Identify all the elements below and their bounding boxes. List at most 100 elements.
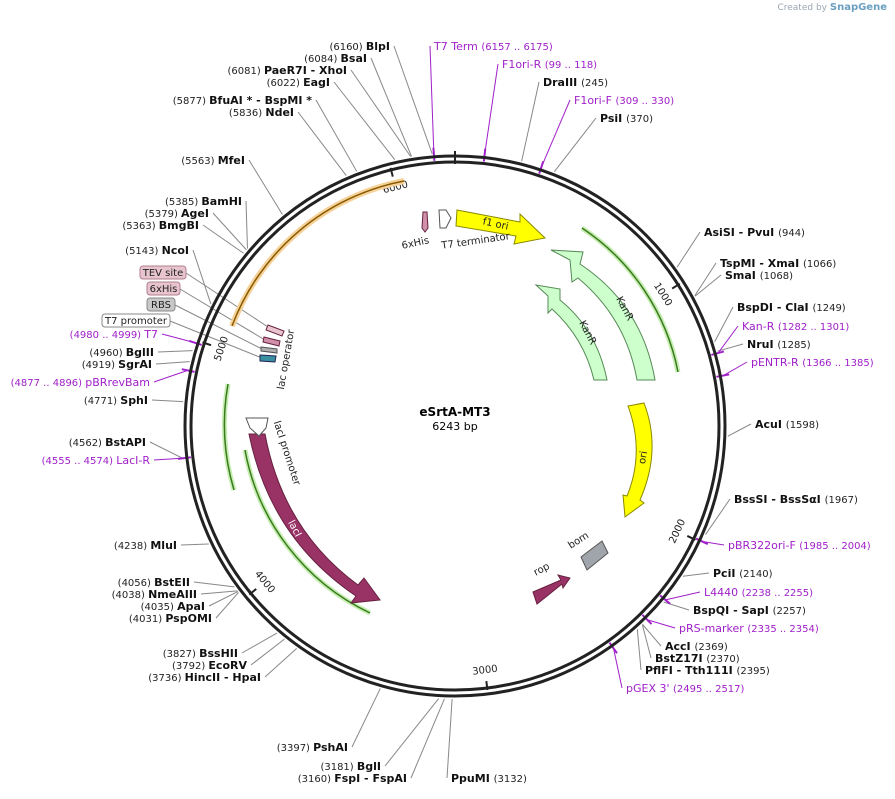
primer-leader-line — [717, 325, 739, 354]
primer-label[interactable]: pGEX 3' (2495 .. 2517) — [626, 682, 745, 695]
enzyme-label[interactable]: (4919) SgrAI — [82, 358, 152, 371]
enzyme-label[interactable]: (5379) AgeI — [145, 207, 209, 220]
feature-tag-label[interactable]: TEV site — [142, 268, 184, 279]
lac-operator-marker[interactable] — [259, 354, 277, 363]
primer-label[interactable]: F1ori-F (309 .. 330) — [574, 94, 674, 107]
enzyme-label[interactable]: NruI (1285) — [747, 338, 811, 351]
primer-coord: (2335 .. 2354) — [747, 624, 819, 635]
enzyme-label[interactable]: (4038) NmeAIII — [112, 588, 197, 601]
enzyme-label[interactable]: (3736) HincII - HpaI — [148, 671, 261, 684]
laci-promoter-arrow[interactable] — [245, 417, 269, 437]
enzyme-label[interactable]: DraIII (245) — [543, 76, 608, 89]
enzyme-label[interactable]: PciI (2140) — [713, 567, 773, 580]
primer-name: T7 Term — [433, 40, 481, 53]
enzyme-label[interactable]: (5877) BfuAI * - BspMI * — [173, 94, 313, 107]
enzyme-coord: (245) — [581, 78, 608, 89]
enzyme-coord: (1285) — [777, 340, 810, 351]
enzyme-label[interactable]: (3827) BssHII — [163, 647, 238, 660]
enzyme-label[interactable]: TspMI - XmaI (1066) — [720, 257, 836, 270]
enzyme-name: PaeR7I - XhoI — [264, 64, 347, 77]
primer-label[interactable]: (4555 .. 4574) LacI-R — [42, 454, 151, 467]
enzyme-leader-line — [208, 591, 239, 607]
enzyme-label[interactable]: (6160) BlpI — [329, 40, 390, 53]
enzyme-label[interactable]: (4562) BstAPI — [69, 436, 146, 449]
enzyme-label[interactable]: BspQI - SapI (2257) — [693, 604, 806, 617]
enzyme-name: BstAPI — [105, 436, 146, 449]
enzyme-leader-line — [212, 212, 247, 251]
enzyme-label[interactable]: PflFI - Tth111I (2395) — [645, 664, 770, 677]
enzyme-label[interactable]: BspDI - ClaI (1249) — [737, 301, 846, 314]
enzyme-leader-line — [682, 572, 710, 577]
primer-site-mark — [177, 456, 191, 460]
enzyme-label[interactable]: BstZ17I (2370) — [655, 652, 740, 665]
enzyme-label[interactable]: AcuI (1598) — [755, 418, 819, 431]
enzyme-leader-line — [641, 624, 652, 659]
enzyme-label[interactable]: (4031) PspOMI — [129, 612, 212, 625]
enzyme-label[interactable]: (4056) BstEII — [118, 576, 190, 589]
primer-label[interactable]: (4877 .. 4896) pBRrevBam — [11, 376, 150, 389]
enzyme-label[interactable]: (6084) BsaI — [304, 52, 367, 65]
enzyme-name: PsiI — [600, 112, 626, 125]
enzyme-label[interactable]: (5563) MfeI — [181, 154, 245, 167]
enzyme-name: MluI — [150, 539, 177, 552]
rop-arrow[interactable] — [532, 574, 571, 605]
enzyme-label[interactable]: (4771) SphI — [84, 394, 148, 407]
rbs-marker[interactable] — [260, 346, 278, 354]
enzyme-label[interactable]: (3181) BglI — [320, 760, 381, 773]
primer-label[interactable]: Kan-R (1282 .. 1301) — [742, 320, 849, 333]
primer-coord: (1985 .. 2004) — [799, 541, 871, 552]
feature-tag-label[interactable]: T7 promoter — [104, 316, 168, 327]
primer-label[interactable]: L4440 (2238 .. 2255) — [704, 586, 813, 599]
bom-box[interactable] — [580, 540, 609, 571]
enzyme-name: BlpI — [366, 40, 390, 53]
tev-site-marker[interactable] — [265, 324, 285, 337]
enzyme-label[interactable]: (3397) PshAI — [277, 741, 348, 754]
primer-label[interactable]: T7 Term (6157 .. 6175) — [433, 40, 553, 53]
enzyme-coord: (3397) — [277, 743, 313, 754]
enzyme-coord: (4238) — [114, 541, 150, 552]
enzyme-name: BglI — [357, 760, 381, 773]
enzyme-label[interactable]: PpuMI (3132) — [451, 772, 527, 785]
enzyme-label[interactable]: (3792) EcoRV — [172, 659, 247, 672]
t7-terminator-arrow[interactable] — [438, 209, 452, 229]
kanr-outer-arrow[interactable] — [550, 249, 656, 381]
enzyme-coord: (6081) — [228, 66, 264, 77]
enzyme-leader-line — [717, 343, 744, 352]
primer-name: pBR322ori-F — [728, 539, 799, 552]
primer-name: F1ori-F — [574, 94, 615, 107]
enzyme-label[interactable]: AsiSI - PvuI (944) — [704, 226, 805, 239]
enzyme-label[interactable]: (5385) BamHI — [165, 195, 242, 208]
f1-ori-arrow[interactable] — [455, 209, 547, 245]
feature-tag-label[interactable]: 6xHis — [150, 284, 178, 295]
enzyme-label[interactable]: PsiI (370) — [600, 112, 653, 125]
primer-label[interactable]: F1ori-R (99 .. 118) — [502, 58, 597, 71]
enzyme-label[interactable]: (5836) NdeI — [229, 106, 294, 119]
enzyme-label[interactable]: (3160) FspI - FspAI — [298, 772, 407, 785]
enzyme-leader-line — [705, 498, 731, 535]
enzyme-label[interactable]: (5143) NcoI — [125, 244, 189, 257]
enzyme-label[interactable]: (4960) BglII — [89, 346, 154, 359]
enzyme-label[interactable]: (5363) BmgBI — [122, 219, 199, 232]
primer-site-mark — [482, 148, 487, 162]
primer-label[interactable]: (4980 .. 4999) T7 — [70, 328, 158, 341]
primer-name: pRS-marker — [679, 622, 747, 635]
laci-arrow[interactable] — [248, 433, 381, 604]
enzyme-label[interactable]: (4238) MluI — [114, 539, 177, 552]
6xhis-top-marker[interactable] — [421, 211, 429, 233]
enzyme-label[interactable]: BssSI - BssSαI (1967) — [734, 493, 858, 506]
orf-arrow-kan — [581, 227, 679, 373]
enzyme-label[interactable]: AccI (2369) — [665, 640, 728, 653]
enzyme-coord: (3736) — [148, 673, 184, 684]
feature-tag-label[interactable]: RBS — [151, 300, 171, 311]
primer-label[interactable]: pRS-marker (2335 .. 2354) — [679, 622, 819, 635]
6xhis-marker[interactable] — [262, 336, 281, 347]
enzyme-label[interactable]: SmaI (1068) — [725, 269, 793, 282]
enzyme-label[interactable]: (6081) PaeR7I - XhoI — [228, 64, 348, 77]
primer-label[interactable]: pENTR-R (1366 .. 1385) — [751, 356, 874, 369]
kanr-inner-arrow[interactable] — [534, 284, 608, 381]
enzyme-label[interactable]: (6022) EagI — [267, 76, 330, 89]
primer-label[interactable]: pBR322ori-F (1985 .. 2004) — [728, 539, 871, 552]
ori-arrow[interactable] — [622, 402, 653, 518]
enzyme-name: PciI — [713, 567, 739, 580]
enzyme-label[interactable]: (4035) ApaI — [141, 600, 205, 613]
